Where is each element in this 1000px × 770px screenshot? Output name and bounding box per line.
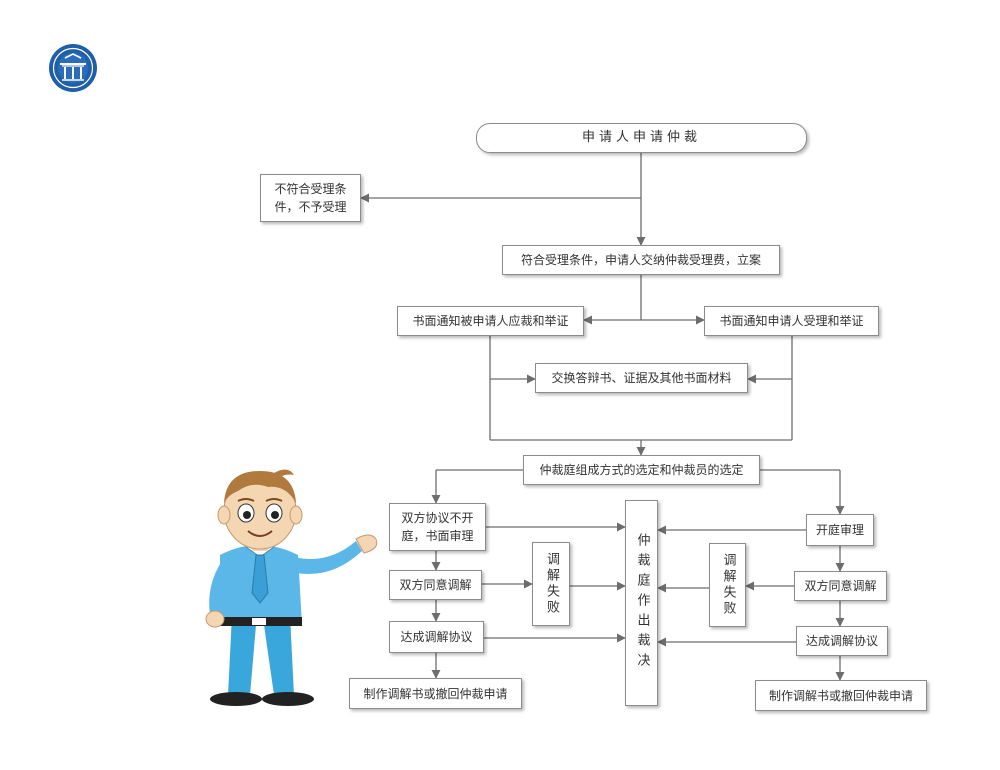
mediation-fail-right-node: 调解失败 — [709, 543, 746, 627]
written-trial-node: 双方协议不开庭，书面审理 — [389, 503, 486, 551]
agreement-left-node: 达成调解协议 — [389, 621, 484, 653]
start-node: 申请人申请仲裁 — [476, 123, 807, 153]
mediate-right-node: 双方同意调解 — [794, 571, 887, 601]
award-node: 仲裁庭作出裁决 — [625, 500, 658, 706]
presenter-cartoon-icon — [205, 469, 378, 706]
agreement-right-node: 达成调解协议 — [796, 626, 888, 656]
mediation-document-right-node: 制作调解书或撤回仲裁申请 — [755, 680, 927, 711]
institution-seal-icon — [49, 44, 97, 92]
exchange-node: 交换答辩书、证据及其他书面材料 — [535, 363, 748, 393]
tribunal-node: 仲裁庭组成方式的选定和仲裁员的选定 — [523, 455, 760, 485]
open-trial-node: 开庭审理 — [806, 514, 874, 546]
mediate-left-node: 双方同意调解 — [389, 570, 482, 600]
reject-node: 不符合受理条件，不予受理 — [260, 174, 361, 222]
mediation-fail-left-node: 调解失败 — [532, 542, 570, 626]
notify-applicant-node: 书面通知申请人受理和举证 — [704, 306, 879, 336]
mediation-document-left-node: 制作调解书或撤回仲裁申请 — [349, 678, 522, 709]
notify-respondent-node: 书面通知被申请人应裁和举证 — [397, 306, 584, 336]
accept-node: 符合受理条件，申请人交纳仲裁受理费，立案 — [502, 245, 780, 275]
